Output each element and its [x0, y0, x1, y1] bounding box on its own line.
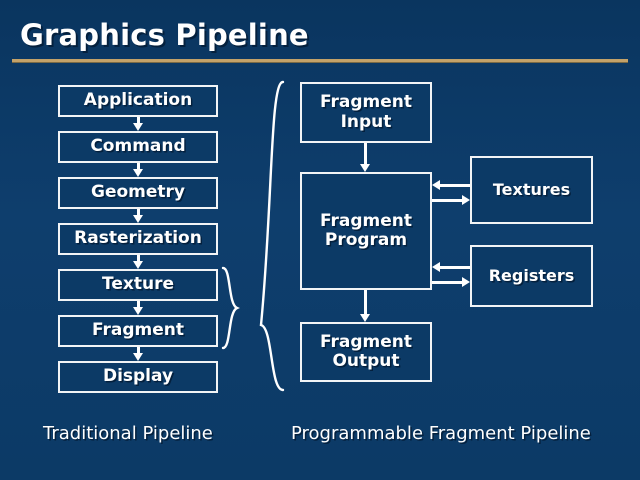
caption-traditional-pipeline: Traditional Pipeline: [43, 423, 213, 444]
arrow-rasterization-to-texture: [133, 255, 144, 269]
stage-box-command[interactable]: Command: [58, 131, 218, 163]
fragment-input-label-line2: Input: [340, 111, 392, 132]
stage-box-textures[interactable]: Textures: [470, 156, 593, 224]
stage-box-application[interactable]: Application: [58, 85, 218, 117]
stage-box-fragment-input[interactable]: Fragment Input: [300, 82, 432, 143]
arrow-command-to-geometry: [133, 163, 144, 177]
stage-box-texture[interactable]: Texture: [58, 269, 218, 301]
fragment-output-label-line2: Output: [332, 351, 400, 371]
arrow-program-to-output: [360, 290, 371, 323]
arrow-input-to-program: [360, 143, 371, 173]
stage-box-display[interactable]: Display: [58, 361, 218, 393]
page-title: Graphics Pipeline: [20, 18, 309, 52]
caption-programmable-pipeline: Programmable Fragment Pipeline: [291, 423, 591, 444]
arrow-registers-to-program: [432, 262, 470, 273]
arrow-geometry-to-rasterization: [133, 209, 144, 223]
stage-box-fragment[interactable]: Fragment: [58, 315, 218, 347]
arrow-application-to-command: [133, 117, 144, 131]
stage-box-rasterization[interactable]: Rasterization: [58, 223, 218, 255]
fragment-output-label-line1: Fragment: [319, 331, 413, 352]
arrow-program-to-registers: [432, 277, 470, 288]
title-divider: [12, 59, 628, 62]
stage-box-registers[interactable]: Registers: [470, 245, 593, 307]
fragment-input-label-line1: Fragment: [319, 92, 413, 113]
stage-box-geometry[interactable]: Geometry: [58, 177, 218, 209]
stage-box-fragment-program[interactable]: Fragment Program: [300, 172, 432, 290]
fragment-program-label-line1: Fragment: [319, 210, 413, 231]
arrow-program-to-textures: [432, 195, 470, 206]
fragment-program-label-line2: Program: [324, 230, 408, 250]
stage-box-fragment-output[interactable]: Fragment Output: [300, 322, 432, 382]
arrow-textures-to-program: [432, 180, 470, 191]
arrow-texture-to-fragment: [133, 301, 144, 315]
arrow-fragment-to-display: [133, 347, 144, 361]
grouping-brace-left: [256, 80, 286, 392]
grouping-brace-right: [220, 266, 242, 350]
